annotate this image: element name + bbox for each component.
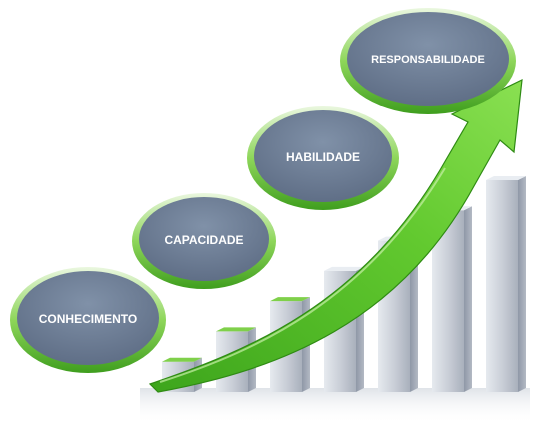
stage-ellipse-3: HABILIDADE	[247, 106, 399, 210]
stage-label-habilidade: HABILIDADE	[286, 150, 360, 164]
stage-label-responsabilidade: RESPONSABILIDADE	[371, 54, 485, 66]
stage-ellipse-1: CONHECIMENTO	[10, 267, 166, 373]
growth-arrow	[148, 78, 523, 393]
bar-7	[486, 176, 526, 392]
stage-label-capacidade: CAPACIDADE	[164, 233, 243, 247]
stage-ellipse-4: RESPONSABILIDADE	[340, 8, 516, 114]
stage-label-conhecimento: CONHECIMENTO	[39, 312, 137, 326]
floor-shadow	[140, 388, 530, 424]
stage-ellipse-2: CAPACIDADE	[132, 193, 276, 289]
